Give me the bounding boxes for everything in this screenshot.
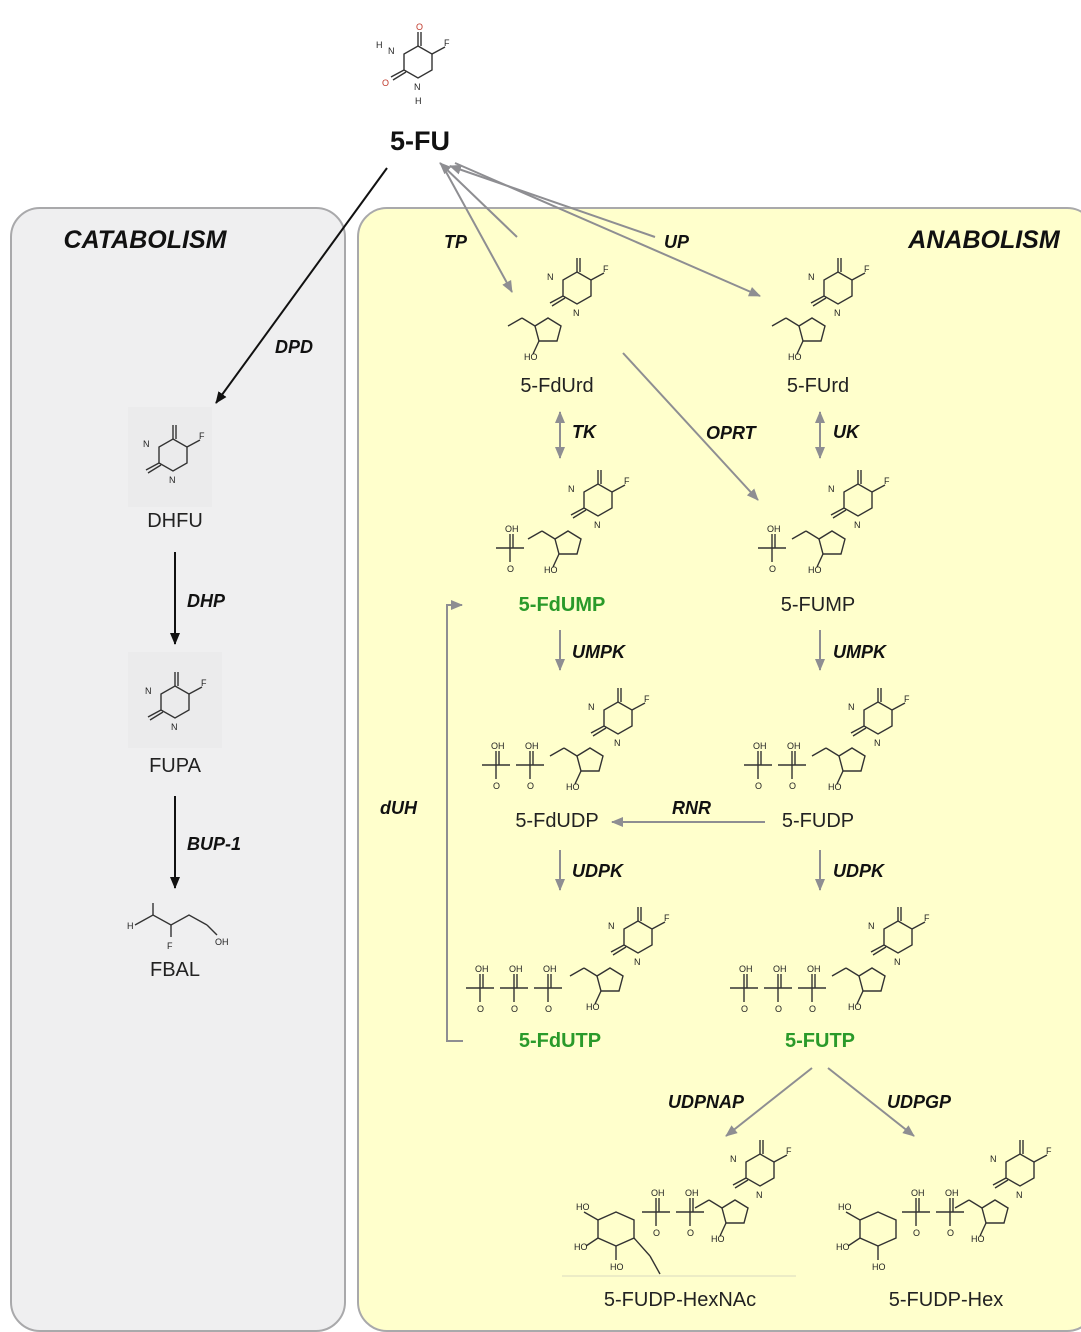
fdurd-structure <box>507 257 610 363</box>
rnr-label: RNR <box>672 798 711 818</box>
dpd-label: DPD <box>275 337 313 357</box>
fump-label: 5-FUMP <box>781 594 855 616</box>
dhfu-structure <box>128 407 212 507</box>
svg-text:O: O <box>382 78 389 88</box>
svg-text:O: O <box>416 22 423 32</box>
anabolism-panel <box>357 207 1081 1332</box>
fbal-structure: H F OH <box>127 903 229 951</box>
fupa-structure <box>128 652 222 748</box>
fdutp-label: 5-FdUTP <box>519 1030 601 1052</box>
fudp-hexnac-structure <box>562 1139 796 1277</box>
tp-label: TP <box>444 232 468 252</box>
oprt-arrow <box>622 352 759 501</box>
svg-text:H: H <box>376 40 383 50</box>
udpgp-arrow <box>827 1067 915 1137</box>
udpk-left-label: UDPK <box>572 861 625 881</box>
furd-label: 5-FUrd <box>787 375 849 397</box>
fump-structure <box>757 469 891 576</box>
tk-label: TK <box>572 422 598 442</box>
udpgp-label: UDPGP <box>887 1092 952 1112</box>
fu-structure: O O H H <box>376 22 451 106</box>
furd-structure <box>771 257 871 363</box>
fudp-hex-label: 5-FUDP-Hex <box>889 1289 1003 1311</box>
fu-label: 5-FU <box>390 126 450 156</box>
fudp-hex-structure <box>835 1139 1053 1273</box>
fudp-label: 5-FUDP <box>782 810 854 832</box>
svg-text:H: H <box>127 921 134 931</box>
svg-text:F: F <box>167 941 173 951</box>
svg-text:OH: OH <box>215 937 229 947</box>
up-label: UP <box>664 232 690 252</box>
catabolism-title: CATABOLISM <box>64 226 228 254</box>
dhfu-label: DHFU <box>147 510 203 532</box>
futp-label: 5-FUTP <box>785 1030 855 1052</box>
svg-text:H: H <box>415 96 422 106</box>
fdump-label: 5-FdUMP <box>519 594 606 616</box>
tp-arrow-reverse <box>439 162 518 238</box>
oprt-label: OPRT <box>706 423 758 443</box>
fdurd-label: 5-FdUrd <box>520 375 593 397</box>
futp-structure <box>729 906 931 1015</box>
dhp-label: DHP <box>187 591 226 611</box>
uk-label: UK <box>833 422 861 442</box>
udpnap-label: UDPNAP <box>668 1092 745 1112</box>
bup1-label: BUP-1 <box>187 834 241 854</box>
fdump-structure <box>495 469 631 576</box>
fdutp-structure <box>465 906 671 1015</box>
fdudp-structure <box>481 687 651 793</box>
fupa-label: FUPA <box>149 755 202 777</box>
fbal-label: FBAL <box>150 959 200 981</box>
fudp-hexnac-label: 5-FUDP-HexNAc <box>604 1289 756 1311</box>
umpk-left-label: UMPK <box>572 642 627 662</box>
catabolism-panel <box>10 207 346 1332</box>
umpk-right-label: UMPK <box>833 642 888 662</box>
duh-label: dUH <box>380 798 418 818</box>
tp-arrow-forward <box>444 169 513 293</box>
fdudp-label: 5-FdUDP <box>515 810 598 832</box>
up-arrow-reverse <box>449 164 656 238</box>
anabolism-title: ANABOLISM <box>907 226 1061 254</box>
fudp-structure <box>743 687 911 793</box>
duh-arrow <box>446 600 463 1042</box>
dpd-arrow <box>215 167 388 404</box>
udpnap-arrow <box>725 1067 813 1137</box>
udpk-right-label: UDPK <box>833 861 886 881</box>
